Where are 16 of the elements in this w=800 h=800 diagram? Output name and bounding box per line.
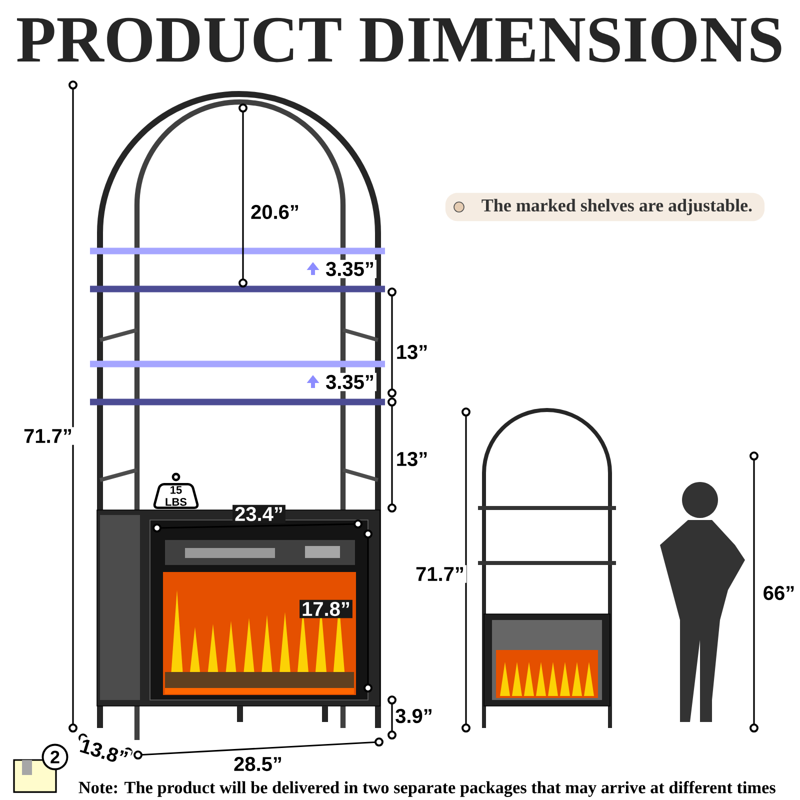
dimension-label: 66” <box>760 584 798 602</box>
dimension-label: 3.35” <box>324 260 376 278</box>
dimension-label: 20.6” <box>248 202 302 222</box>
dimension-label: 28.5” <box>232 754 284 774</box>
dimension-label: 13” <box>394 342 430 362</box>
dimension-label: 3.9” <box>393 706 435 726</box>
dimension-label: 13” <box>394 450 430 468</box>
dimension-label: 71.7” <box>22 427 74 445</box>
dimension-label: 3.35” <box>324 372 376 392</box>
dimension-label: 71.7” <box>414 565 466 583</box>
title: PRODUCT DIMENSIONS <box>17 18 782 62</box>
delivery-note: Note: The product will be delivered in two separate packages that may arrive at different times <box>78 781 776 797</box>
dimension-label: 23.4” <box>232 504 286 524</box>
dimension-label: 13.8” <box>76 736 132 768</box>
dimension-label: 17.8” <box>300 600 352 618</box>
note-pill: The marked shelves are adjustable. <box>445 192 765 222</box>
